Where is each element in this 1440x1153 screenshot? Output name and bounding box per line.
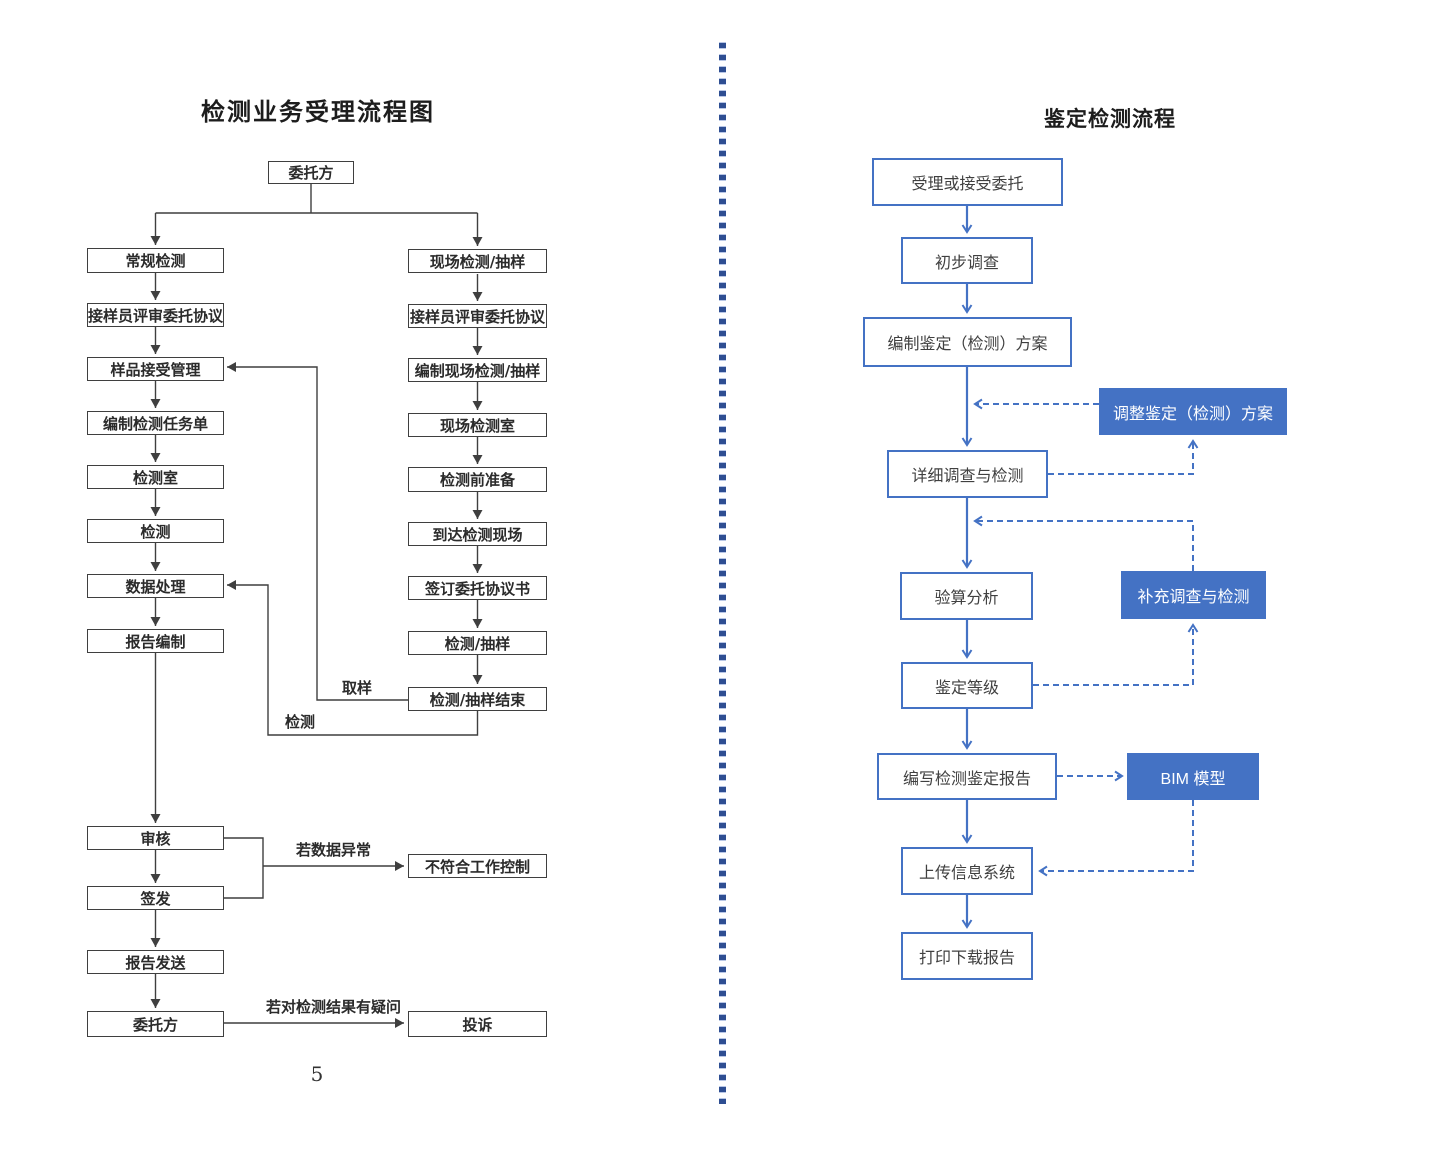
- dashed-detailed-to-adjust: [1048, 439, 1199, 475]
- node-testing-room: 检测室: [87, 465, 224, 489]
- node-write-appraisal-report: 编写检测鉴定报告: [877, 753, 1057, 800]
- node-print-download-report: 打印下载报告: [901, 932, 1033, 980]
- node-regular-testing: 常规检测: [87, 248, 224, 273]
- node-prepare-onsite-testing-sampling: 编制现场检测/抽样: [408, 358, 547, 382]
- node-accept-commission: 受理或接受委托: [872, 158, 1063, 206]
- node-sample-receiver-review-agreement-2: 接样员评审委托协议: [408, 304, 547, 328]
- node-arrive-test-site: 到达检测现场: [408, 522, 547, 546]
- node-testing-sampling-end: 检测/抽样结束: [408, 687, 547, 711]
- edge-label-testing: 检测: [285, 713, 316, 731]
- node-upload-info-system: 上传信息系统: [901, 847, 1033, 895]
- node-data-processing: 数据处理: [87, 574, 224, 598]
- edge-label-sampling: 取样: [342, 679, 373, 697]
- node-bim-model: BIM 模型: [1127, 753, 1259, 800]
- left-chart-title: 检测业务受理流程图: [201, 98, 435, 126]
- node-sample-receiver-review-agreement: 接样员评审委托协议: [87, 303, 224, 327]
- node-supplementary-survey-testing: 补充调查与检测: [1121, 571, 1266, 619]
- node-prepare-test-task-sheet: 编制检测任务单: [87, 411, 224, 435]
- node-pre-test-preparation: 检测前准备: [408, 467, 547, 492]
- node-checking-analysis: 验算分析: [900, 572, 1033, 620]
- page-number: 5: [310, 1062, 324, 1086]
- node-detailed-survey-testing: 详细调查与检测: [887, 450, 1048, 498]
- node-adjust-appraisal-plan: 调整鉴定（检测）方案: [1099, 388, 1287, 435]
- node-sample-acceptance-management: 样品接受管理: [87, 357, 224, 381]
- node-sign-commission-agreement: 签订委托协议书: [408, 576, 547, 600]
- node-appraisal-grade: 鉴定等级: [901, 662, 1033, 709]
- node-prepare-appraisal-plan: 编制鉴定（检测）方案: [863, 317, 1072, 367]
- node-onsite-testing-sampling: 现场检测/抽样: [408, 249, 547, 273]
- node-client-final: 委托方: [87, 1011, 224, 1037]
- node-nonconforming-work-control: 不符合工作控制: [408, 854, 547, 878]
- connector-loop-sampling: [227, 362, 408, 701]
- section-divider-dotted-line: [719, 42, 726, 1104]
- node-testing-sampling: 检测/抽样: [408, 631, 547, 655]
- connector-review-sign-bracket: [224, 837, 264, 899]
- connector-loop-testing: [227, 580, 479, 736]
- node-report-delivery: 报告发送: [87, 950, 224, 974]
- dashed-bim-to-upload: [1038, 800, 1194, 877]
- dashed-supplement-to-mainline: [973, 515, 1194, 571]
- node-review: 审核: [87, 826, 224, 850]
- node-client-top: 委托方: [268, 161, 354, 184]
- node-testing: 检测: [87, 519, 224, 543]
- node-sign-issue: 签发: [87, 886, 224, 910]
- dashed-grade-to-supplement: [1033, 623, 1199, 686]
- node-onsite-testing-room: 现场检测室: [408, 413, 547, 437]
- node-report-preparation: 报告编制: [87, 629, 224, 653]
- edge-label-result-question: 若对检测结果有疑问: [266, 998, 402, 1016]
- node-preliminary-survey: 初步调查: [901, 237, 1033, 284]
- node-complaint: 投诉: [408, 1011, 547, 1037]
- edge-label-data-abnormal: 若数据异常: [296, 841, 372, 859]
- right-chart-title: 鉴定检测流程: [1044, 108, 1176, 131]
